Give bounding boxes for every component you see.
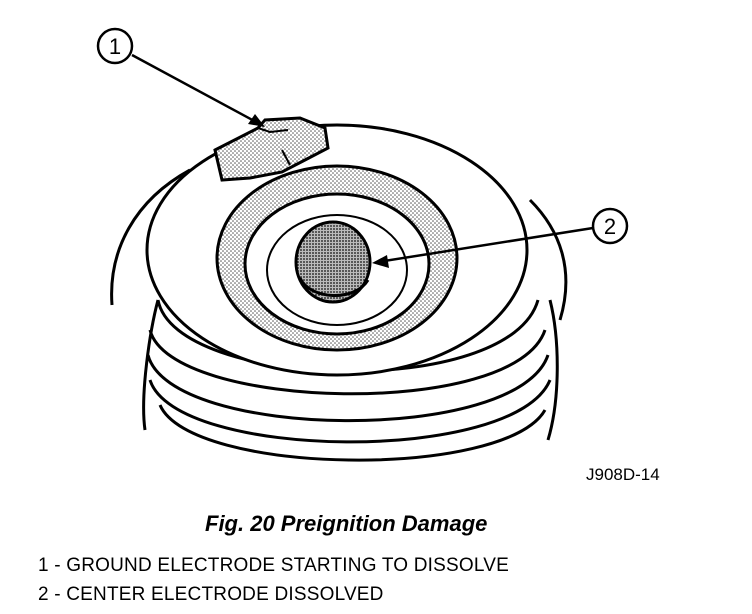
spark-plug-illustration: 1 2 J908D-14 xyxy=(96,27,660,484)
figure-code: J908D-14 xyxy=(586,465,660,484)
callout-1: 1 xyxy=(96,27,265,127)
callout-1-number: 1 xyxy=(109,34,121,59)
insulator-inner-ring xyxy=(266,214,408,326)
center-electrode xyxy=(294,220,372,304)
legend-item-1: 1 - GROUND ELECTRODE STARTING TO DISSOLV… xyxy=(38,555,509,576)
ground-electrode xyxy=(213,116,330,182)
legend-item-2: 2 - CENTER ELECTRODE DISSOLVED xyxy=(38,584,384,605)
callout-2-number: 2 xyxy=(604,214,616,239)
callout-2: 2 xyxy=(372,207,629,268)
plug-body xyxy=(110,168,568,441)
figure-caption: Fig. 20 Preignition Damage xyxy=(205,511,488,536)
